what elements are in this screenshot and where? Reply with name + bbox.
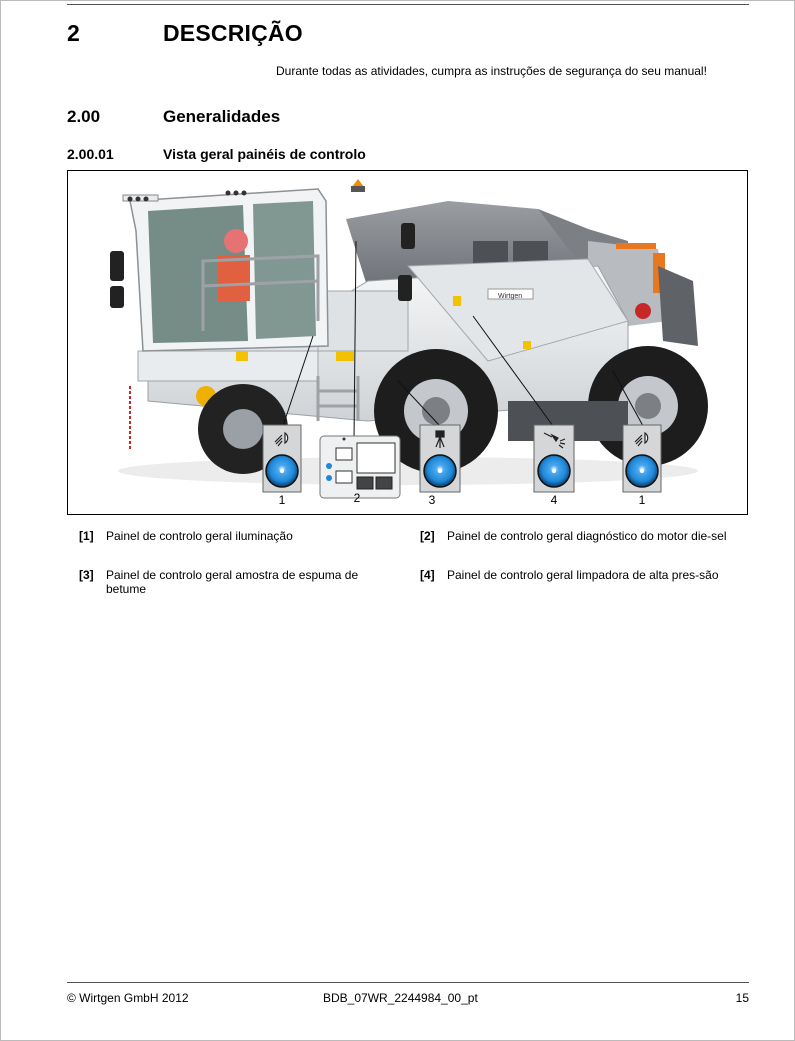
light-icon bbox=[634, 431, 649, 447]
light-icon bbox=[274, 431, 289, 447]
operator-cab bbox=[110, 179, 365, 352]
legend-tag: [4] bbox=[420, 568, 435, 582]
legend-tag: [1] bbox=[79, 529, 94, 543]
footer-page-number: 15 bbox=[735, 991, 749, 1005]
top-rule bbox=[67, 4, 749, 5]
machine-figure: Wirtgen bbox=[67, 170, 748, 515]
legend-text: Painel de controlo geral iluminação bbox=[106, 529, 293, 543]
subsection-title: Vista geral painéis de controlo bbox=[163, 146, 366, 162]
legend-text: Painel de controlo geral limpadora de al… bbox=[447, 568, 719, 582]
callout-number: 4 bbox=[551, 493, 558, 507]
chapter-number: 2 bbox=[67, 20, 80, 46]
callout-number: 2 bbox=[354, 491, 361, 505]
washer-icon bbox=[543, 432, 566, 449]
footer-copyright: © Wirtgen GmbH 2012 bbox=[67, 991, 189, 1005]
brand-logo-text: Wirtgen bbox=[498, 293, 522, 300]
panel-foam-sample bbox=[419, 424, 461, 493]
machine-illustration: Wirtgen bbox=[110, 179, 708, 507]
mirror-left bbox=[401, 223, 415, 249]
mirror-right bbox=[398, 275, 412, 301]
subsection-number: 2.00.01 bbox=[67, 146, 114, 162]
panel-diagnostic bbox=[319, 435, 401, 499]
warning-label bbox=[236, 351, 248, 361]
footer-rule bbox=[67, 982, 749, 983]
section-title: Generalidades bbox=[163, 107, 281, 126]
callout-number: 3 bbox=[429, 493, 436, 507]
leader-lines bbox=[282, 240, 644, 442]
handrail bbox=[201, 254, 360, 421]
callout-number: 1 bbox=[639, 493, 646, 507]
chapter-title: DESCRIÇÃO bbox=[163, 20, 303, 46]
spray-icon bbox=[435, 430, 445, 448]
legend-text: Painel de controlo geral diagnóstico do … bbox=[447, 529, 727, 543]
front-bumper bbox=[137, 350, 319, 382]
footer-doc-id: BDB_07WR_2244984_00_pt bbox=[323, 991, 478, 1005]
machine-body: Wirtgen bbox=[147, 258, 629, 422]
callout-number: 1 bbox=[279, 493, 286, 507]
panel-lighting-left bbox=[262, 424, 302, 493]
panel-lighting-right bbox=[622, 424, 662, 493]
legend-tag: [2] bbox=[420, 529, 435, 543]
section-number: 2.00 bbox=[67, 107, 101, 126]
panel-washer bbox=[533, 424, 575, 493]
legend-text: Painel de controlo geral amostra de espu… bbox=[106, 568, 359, 596]
legend-tag: [3] bbox=[79, 568, 94, 582]
intro-text: Durante todas as atividades, cumpra as i… bbox=[276, 64, 707, 78]
